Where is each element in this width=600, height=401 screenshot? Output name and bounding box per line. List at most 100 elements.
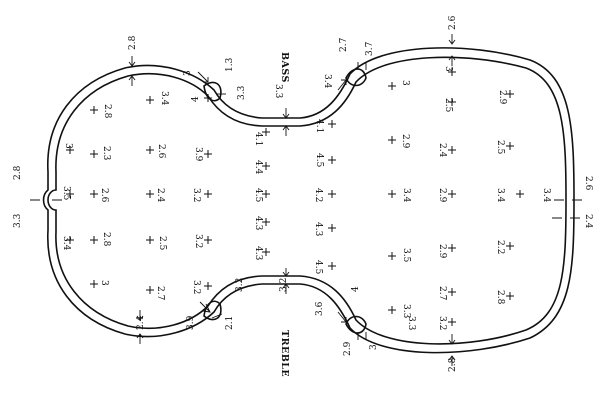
measurement-point-cross <box>146 146 154 154</box>
edge-arrow <box>128 56 136 86</box>
edge-thickness-label: 2.8 <box>13 165 23 180</box>
edge-arrow <box>136 310 144 344</box>
plate-thickness-label: 2.3 <box>101 146 111 161</box>
edge-thickness-label: 3.9 <box>186 315 196 330</box>
edge-thickness-label: 2.7 <box>339 37 349 52</box>
plate-thickness-label: 2.7 <box>437 286 447 301</box>
edge-arrow <box>448 334 456 366</box>
plate-thickness-label: 2.4 <box>155 188 165 203</box>
edge-thickness-label: 2.6 <box>583 176 593 191</box>
measurement-point-cross <box>388 190 396 198</box>
edge-arrow <box>337 79 347 91</box>
measurement-point-cross <box>448 288 456 296</box>
plate-thickness-label: 3.5 <box>61 186 71 201</box>
measurement-point-cross <box>328 224 336 232</box>
measurement-point-cross <box>328 120 336 128</box>
plate-thickness-label: 2.5 <box>443 98 453 113</box>
plate-thickness-label: 4.3 <box>253 216 263 231</box>
measurement-point-cross <box>90 280 98 288</box>
edge-labels: 2.8 3 1.3 3.3 2.7 3.7 2.6 2.8 3.3 2.6 2.… <box>13 15 593 372</box>
measurement-point-cross <box>262 218 270 226</box>
plate-thickness-label: 4.1 <box>314 119 324 133</box>
plate-thickness-label: 2.9 <box>437 244 447 259</box>
plate-thickness-label: 2.8 <box>102 104 112 119</box>
measurement-point-cross <box>66 190 74 198</box>
measurement-point-cross <box>90 190 98 198</box>
measurement-point-cross <box>328 262 336 270</box>
edge-thickness-label: 2.6 <box>448 15 458 30</box>
measurement-point-cross <box>90 150 98 158</box>
edge-arrow <box>357 62 367 70</box>
plate-outline-outer <box>42 47 575 354</box>
measurement-point-cross <box>506 90 514 98</box>
bass-side-label: BASS <box>279 52 290 83</box>
measurement-point-cross <box>66 146 74 154</box>
edge-arrow <box>199 301 211 313</box>
edge-arrow <box>357 332 367 340</box>
edge-thickness-label: 3 <box>183 70 193 76</box>
measurement-point-cross <box>328 156 336 164</box>
edge-thickness-label: 4 <box>351 286 361 292</box>
measurement-point-cross <box>146 190 154 198</box>
plate-thickness-label: 2.9 <box>437 188 447 203</box>
measurement-point-cross <box>204 94 212 102</box>
plate-thickness-label: 4.1 <box>253 132 263 146</box>
plate-thickness-label: 3 <box>443 66 453 72</box>
measurement-point-cross <box>506 142 514 150</box>
plate-thickness-label: 3.3 <box>401 304 411 319</box>
edge-thickness-label: 2.4 <box>136 315 146 330</box>
plate-thickness-label: 3.3 <box>273 84 283 99</box>
plate-thickness-label: 4.3 <box>253 246 263 261</box>
measurement-points <box>66 68 524 326</box>
plate-thickness-label: 3 <box>99 280 109 286</box>
edge-thickness-label: 2.1 <box>225 316 235 330</box>
measurement-point-cross <box>204 150 212 158</box>
plate-outline-inner <box>47 56 567 345</box>
measurement-point-cross <box>516 190 524 198</box>
measurement-point-cross <box>146 236 154 244</box>
measurement-point-cross <box>448 98 456 106</box>
plate-thickness-label: 4 <box>191 96 201 102</box>
plate-thickness-label: 2.5 <box>157 236 167 251</box>
edge-arrow <box>337 311 347 323</box>
measurement-point-cross <box>448 318 456 326</box>
edge-thickness-label: 2.4 <box>583 214 593 229</box>
edge-thickness-label: 1.3 <box>225 57 235 72</box>
edge-thickness-label: 3.6 <box>315 301 325 316</box>
edge-thickness-label: 3.3 <box>406 316 416 331</box>
measurement-point-cross <box>448 146 456 154</box>
edge-arrow <box>282 268 290 294</box>
edge-arrow <box>211 313 223 319</box>
plate-thickness-label: 3.9 <box>193 147 203 162</box>
plate-thickness-label: 2.9 <box>497 90 507 105</box>
plate-thickness-label: 4.5 <box>313 260 323 275</box>
plate-thickness-label: 2.6 <box>99 188 109 203</box>
measurement-point-cross <box>262 162 270 170</box>
measurement-point-cross <box>146 96 154 104</box>
measurement-point-cross <box>448 244 456 252</box>
edge-arrow <box>282 108 290 136</box>
corner-lower-bass <box>345 68 367 87</box>
plate-thickness-label: 3.4 <box>322 74 332 89</box>
plate-thickness-label: 4.4 <box>253 160 263 175</box>
measurement-point-cross <box>204 236 212 244</box>
plate-thickness-label: 3.5 <box>401 248 411 263</box>
measurement-point-cross <box>146 286 154 294</box>
plate-thickness-label: 2.8 <box>495 290 505 305</box>
plate-thickness-label: 3.2 <box>437 316 447 330</box>
plate-thickness-label: 3.2 <box>193 234 203 248</box>
plate-thickness-label: 3.4 <box>541 188 551 203</box>
measurement-point-cross <box>262 128 270 136</box>
plate-thickness-label: 2.4 <box>437 143 447 158</box>
measurement-point-cross <box>506 292 514 300</box>
measurement-point-cross <box>448 68 456 76</box>
measurement-point-cross <box>388 82 396 90</box>
plate-thickness-label: 4.5 <box>253 188 263 203</box>
edge-thickness-label: 3.3 <box>13 213 23 228</box>
measurement-point-cross <box>262 190 270 198</box>
measurement-point-cross <box>448 190 456 198</box>
edge-thickness-label: 3.2 <box>235 278 245 292</box>
edge-thickness-label: 3.7 <box>365 41 375 56</box>
